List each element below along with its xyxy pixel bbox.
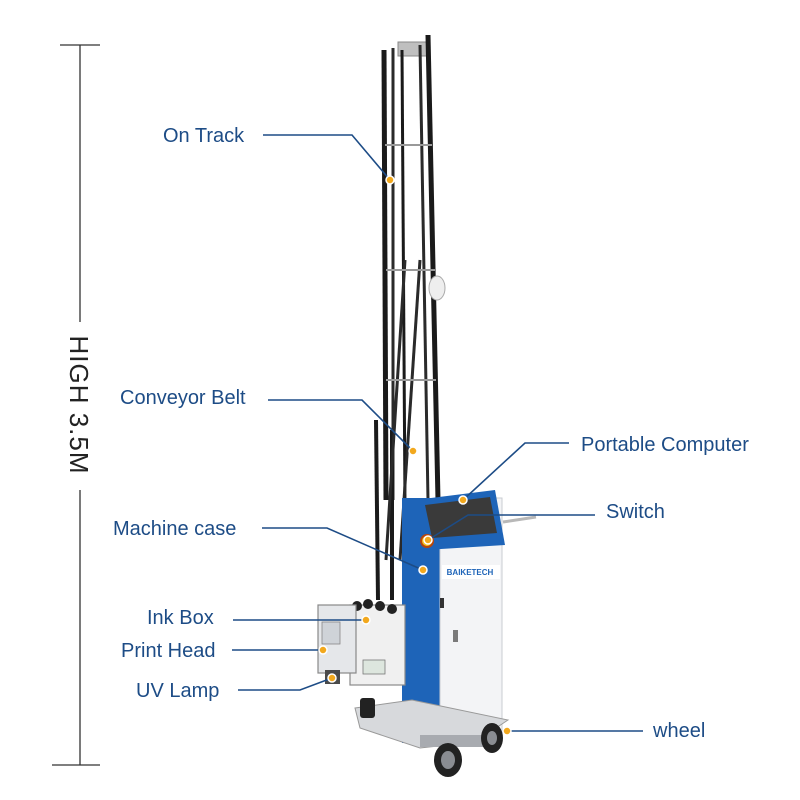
conveyor-belt-marker xyxy=(408,446,418,456)
callout-labels: On Track Conveyor Belt Portable Computer… xyxy=(113,125,749,742)
label-on-track: On Track xyxy=(163,125,245,147)
label-wheel: wheel xyxy=(652,720,705,742)
uv-lamp-marker xyxy=(327,673,337,683)
switch-leader xyxy=(427,514,595,541)
machine-case-leader xyxy=(262,527,424,571)
ink-box-marker xyxy=(361,615,371,625)
portable-computer-leader xyxy=(462,442,569,501)
label-print-head: Print Head xyxy=(121,640,216,662)
label-ink-box: Ink Box xyxy=(147,607,214,629)
label-machine-case: Machine case xyxy=(113,518,236,540)
callout-leaders xyxy=(232,134,643,736)
switch-marker xyxy=(423,535,433,545)
machine-case-marker xyxy=(418,565,428,575)
portable-computer-screen xyxy=(425,497,497,538)
portable-computer-marker xyxy=(458,495,468,505)
on-track-marker xyxy=(385,175,395,185)
height-label: HIGH 3.5M xyxy=(64,335,94,474)
track-frame xyxy=(374,34,446,601)
mobile-base xyxy=(354,698,510,777)
print-head-marker xyxy=(318,645,328,655)
label-uv-lamp: UV Lamp xyxy=(136,680,219,702)
label-portable-computer: Portable Computer xyxy=(581,434,749,456)
height-dimension: HIGH 3.5M xyxy=(52,44,100,766)
print-carriage xyxy=(317,599,406,686)
brand-logo: BAIKETECH xyxy=(447,568,494,577)
uv-lamp-leader xyxy=(238,677,333,691)
conveyor-belt-leader xyxy=(268,399,414,452)
side-tray xyxy=(502,515,537,524)
door-handle xyxy=(453,630,458,642)
wheel-marker xyxy=(502,726,512,736)
label-conveyor-belt: Conveyor Belt xyxy=(120,387,246,409)
printer-machine: BAIKETECH xyxy=(317,34,537,777)
belt-pulley xyxy=(428,275,446,301)
on-track-leader xyxy=(263,134,391,181)
label-switch: Switch xyxy=(606,501,665,523)
